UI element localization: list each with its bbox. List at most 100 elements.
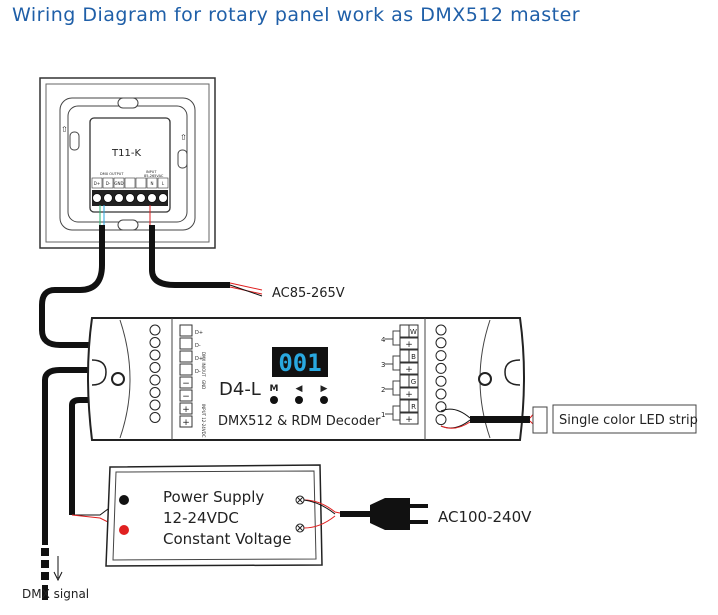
power-supply: Power Supply 12-24VDC Constant Voltage [105,464,346,567]
decoder-terminal-screw-icon [149,374,161,386]
decoder-terminal-screw-icon [435,401,447,413]
display-value: 001 [278,349,321,377]
decoder-button-label: ▶ [321,384,328,394]
channel-color-label: B [411,353,416,361]
decoder-terminal-box [179,415,193,428]
channel-terminal-box [408,374,419,388]
panel-terminal-label: D+ [94,181,100,186]
panel-terminal-label: GND [114,181,123,186]
panel-terminal-box [135,177,147,189]
panel-terminal-label: L [162,181,165,186]
panel-input-label: INPUT [146,170,157,174]
terminal-screw-icon [92,193,102,203]
decoder-button-label: M [270,384,279,394]
channel-terminal-box [408,349,419,363]
decoder-button [320,396,328,404]
channel-color-label: G [411,378,416,386]
decoder-d4l: D+D-D+D-−−++ DMX IN/OUT GND INPUT 12-24V… [87,317,525,441]
panel-terminal-box [102,177,114,189]
decoder-terminal-box [179,324,193,337]
panel-terminal-label: D- [106,181,111,186]
decoder-terminal-screw-icon [149,349,161,361]
decoder-terminal-box [179,389,193,402]
panel-terminal-box [91,177,103,189]
channel-color-label: W [410,328,417,336]
channel-number: 4 [381,336,386,344]
decoder-terminal-screw-icon [435,350,447,362]
decoder-terminal-screw-icon [435,388,447,400]
decoder-terminal-screw-icon [149,399,161,411]
panel-model: T11-K [111,148,141,159]
channel-plus-box [399,337,419,350]
ps-line1: Power Supply [163,488,264,506]
panel-terminal-label: N [151,181,154,186]
decoder-terminal-label: D- [195,343,201,349]
decoder-terminal-screw-icon [435,362,447,374]
decoder-terminal-screw-icon [149,324,161,336]
terminal-screw-icon [103,193,113,203]
ac-plug-label: AC100-240V [438,508,532,526]
led-symbol-icon [385,355,400,371]
decoder-terminal-box [179,350,193,363]
channel-plus-label: + [405,390,413,400]
terminal-screw-icon [147,193,157,203]
decoder-button-label: ◀ [296,384,303,394]
terminal-screw-icon [114,193,124,203]
ac-plug-icon [340,498,428,530]
channel-plus-box [399,412,419,425]
decoder-terminal-box [179,402,193,415]
decoder-subtitle: DMX512 & RDM Decoder [218,414,381,429]
channel-terminal-box [408,324,419,338]
channel-plus-box [399,387,419,400]
decoder-terminal-screw-icon [435,337,447,349]
channel-color-label: R [411,403,416,411]
led-strip-label: Single color LED strip [559,413,698,428]
panel-terminal-box [146,177,158,189]
decoder-terminal-screw-icon [149,362,161,373]
decoder-terminal-screw-icon [149,387,161,398]
digital-display [272,347,328,377]
channel-plus-label: + [405,365,413,375]
rotary-panel-t11k: ⇧ ⇧ T11-K DMX OUTPUT INPUT 85-265VAC D+D… [39,77,216,249]
decoder-model: D4-L [219,379,261,400]
svg-text:⇧: ⇧ [180,133,187,142]
decoder-terminal-screw-icon [435,414,447,426]
decoder-terminal-label: D- [195,369,201,375]
led-symbol-icon [385,330,400,346]
channel-number: 2 [381,386,385,394]
channel-number: 1 [381,411,385,419]
led-strip-wire: Single color LED strip [440,404,698,434]
gnd-label: GND [201,380,206,389]
channel-terminal-box [399,374,410,388]
led-symbol-icon [385,405,400,421]
channel-plus-label: + [405,340,413,350]
dmx-signal-label: DMX signal [22,587,89,601]
decoder-terminal-label: + [182,405,190,415]
dmx-inout-label: DMX IN/OUT [201,352,206,377]
panel-terminal-box [124,177,136,189]
decoder-button [295,396,303,404]
ac-input-label: AC85-265V [272,286,345,301]
input-voltage-label: INPUT 12-24VDC [201,404,206,438]
panel-terminal-box [157,177,169,189]
terminal-screw-icon [125,193,135,203]
decoder-button [270,396,278,404]
decoder-terminal-screw-icon [435,324,447,336]
terminal-screw-icon [158,193,168,203]
channel-plus-label: + [405,415,413,425]
channel-plus-box [399,362,419,375]
decoder-terminal-label: − [182,379,190,389]
channel-number: 3 [381,361,385,369]
led-symbol-icon [385,380,400,396]
decoder-terminal-box [179,337,193,350]
panel-input-range: 85-265VAC [144,174,164,178]
channel-terminal-box [399,349,410,363]
decoder-terminal-screw-icon [435,375,447,387]
decoder-terminal-label: D+ [195,356,203,362]
ps-line2: 12-24VDC [163,509,239,527]
terminal-screw-icon [136,193,146,203]
diagram-title: Wiring Diagram for rotary panel work as … [12,4,581,26]
channel-terminal-box [399,324,410,338]
svg-text:⇧: ⇧ [61,125,68,134]
